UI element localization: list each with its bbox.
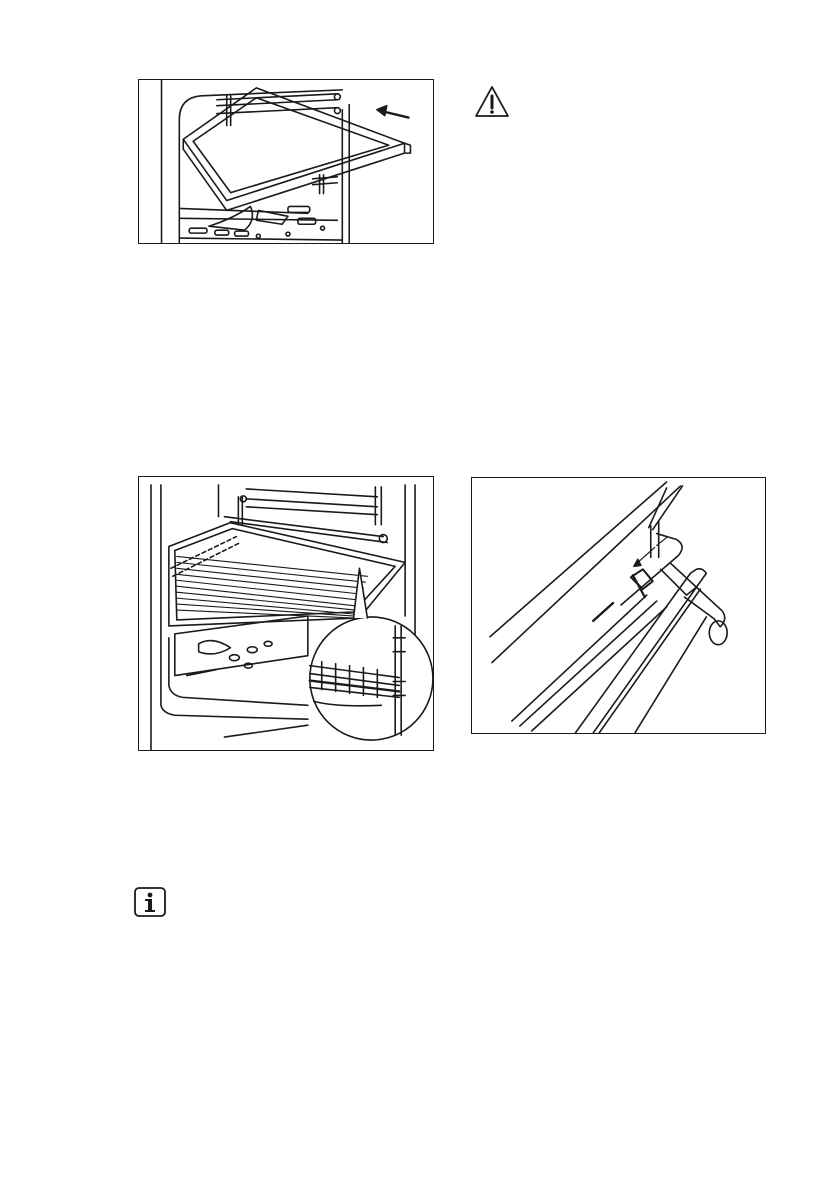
info-icon	[133, 886, 167, 918]
oven-tray-insert-illustration	[138, 79, 434, 244]
warning-triangle-icon	[473, 84, 511, 120]
grill-shelf-on-tray-illustration	[138, 476, 434, 751]
telescopic-runner-illustration	[471, 477, 766, 734]
